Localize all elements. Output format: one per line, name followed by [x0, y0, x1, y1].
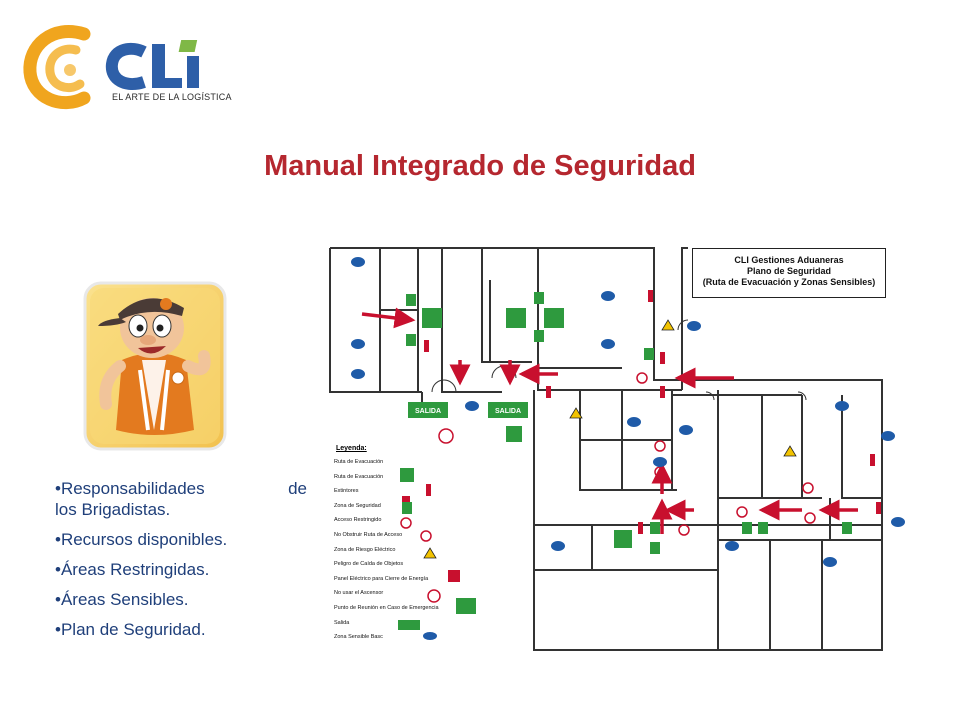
mascot-illustration [83, 281, 227, 451]
legend-item: Punto de Reunión en Caso de Emergencia [334, 604, 439, 611]
logo-tagline: EL ARTE DE LA LOGÍSTICA [112, 92, 232, 102]
legend-item: Ruta de Evacuación [334, 473, 384, 480]
floor-plan: SALIDA SALIDA [329, 247, 905, 651]
plan-doors [431, 319, 807, 401]
legend-item: Panel Eléctrico para Cierre de Energía [334, 575, 429, 582]
legend-symbols [398, 468, 476, 640]
evacuation-route-arrows [361, 307, 858, 534]
legend-item: Zona de Riesgo Eléctrico [334, 546, 396, 553]
restricted-access-icons [438, 372, 816, 536]
plan-name: Plano de Seguridad [746, 266, 831, 276]
plan-header-box: CLI Gestiones Aduaneras Plano de Segurid… [692, 248, 886, 298]
plan-company: CLI Gestiones Aduaneras [734, 255, 844, 265]
logo-letters [105, 40, 199, 90]
meeting-point-icons [422, 308, 632, 548]
svg-text:SALIDA: SALIDA [415, 408, 441, 415]
bullet-item-restringidas: •Áreas Restringidas. [55, 560, 210, 579]
legend-item: Salida [334, 619, 350, 626]
warning-icons [569, 319, 797, 457]
slide-title: Manual Integrado de Seguridad [264, 150, 696, 182]
legend-item: Extintores [334, 488, 359, 495]
plan-subtitle: (Ruta de Evacuación y Zonas Sensibles) [702, 277, 876, 287]
logo-swirl-icon [23, 25, 91, 110]
exit-signs: SALIDA SALIDA [408, 402, 528, 442]
safety-zone-icons [406, 292, 852, 554]
legend-item: Acceso Restringido [334, 517, 382, 524]
bullet-item-recursos: •Recursos disponibles. [55, 530, 228, 549]
legend-item: No Obstruir Ruta de Acceso [334, 531, 403, 538]
legend-title: Leyenda: [336, 445, 367, 452]
legend-item: No usar el Ascensor [334, 590, 384, 597]
sensitive-zone-icons [351, 257, 905, 567]
extinguisher-icons [424, 290, 881, 534]
cli-logo [23, 25, 199, 110]
svg-text:SALIDA: SALIDA [495, 408, 521, 415]
legend-item: Ruta de Evacuación [334, 459, 384, 465]
plan-walls [329, 247, 883, 651]
bullet-item-sensibles: •Áreas Sensibles. [55, 590, 189, 609]
bullet-item-plan: •Plan de Seguridad. [55, 620, 206, 639]
legend-item: Zona de Seguridad [334, 502, 381, 509]
plan-legend: Ruta de Evacuación Ruta de Evacuación Ex… [334, 456, 484, 646]
legend-item: Zona Sensible Basc [334, 634, 383, 641]
legend-item: Peligro de Caída de Objetos [334, 561, 404, 568]
